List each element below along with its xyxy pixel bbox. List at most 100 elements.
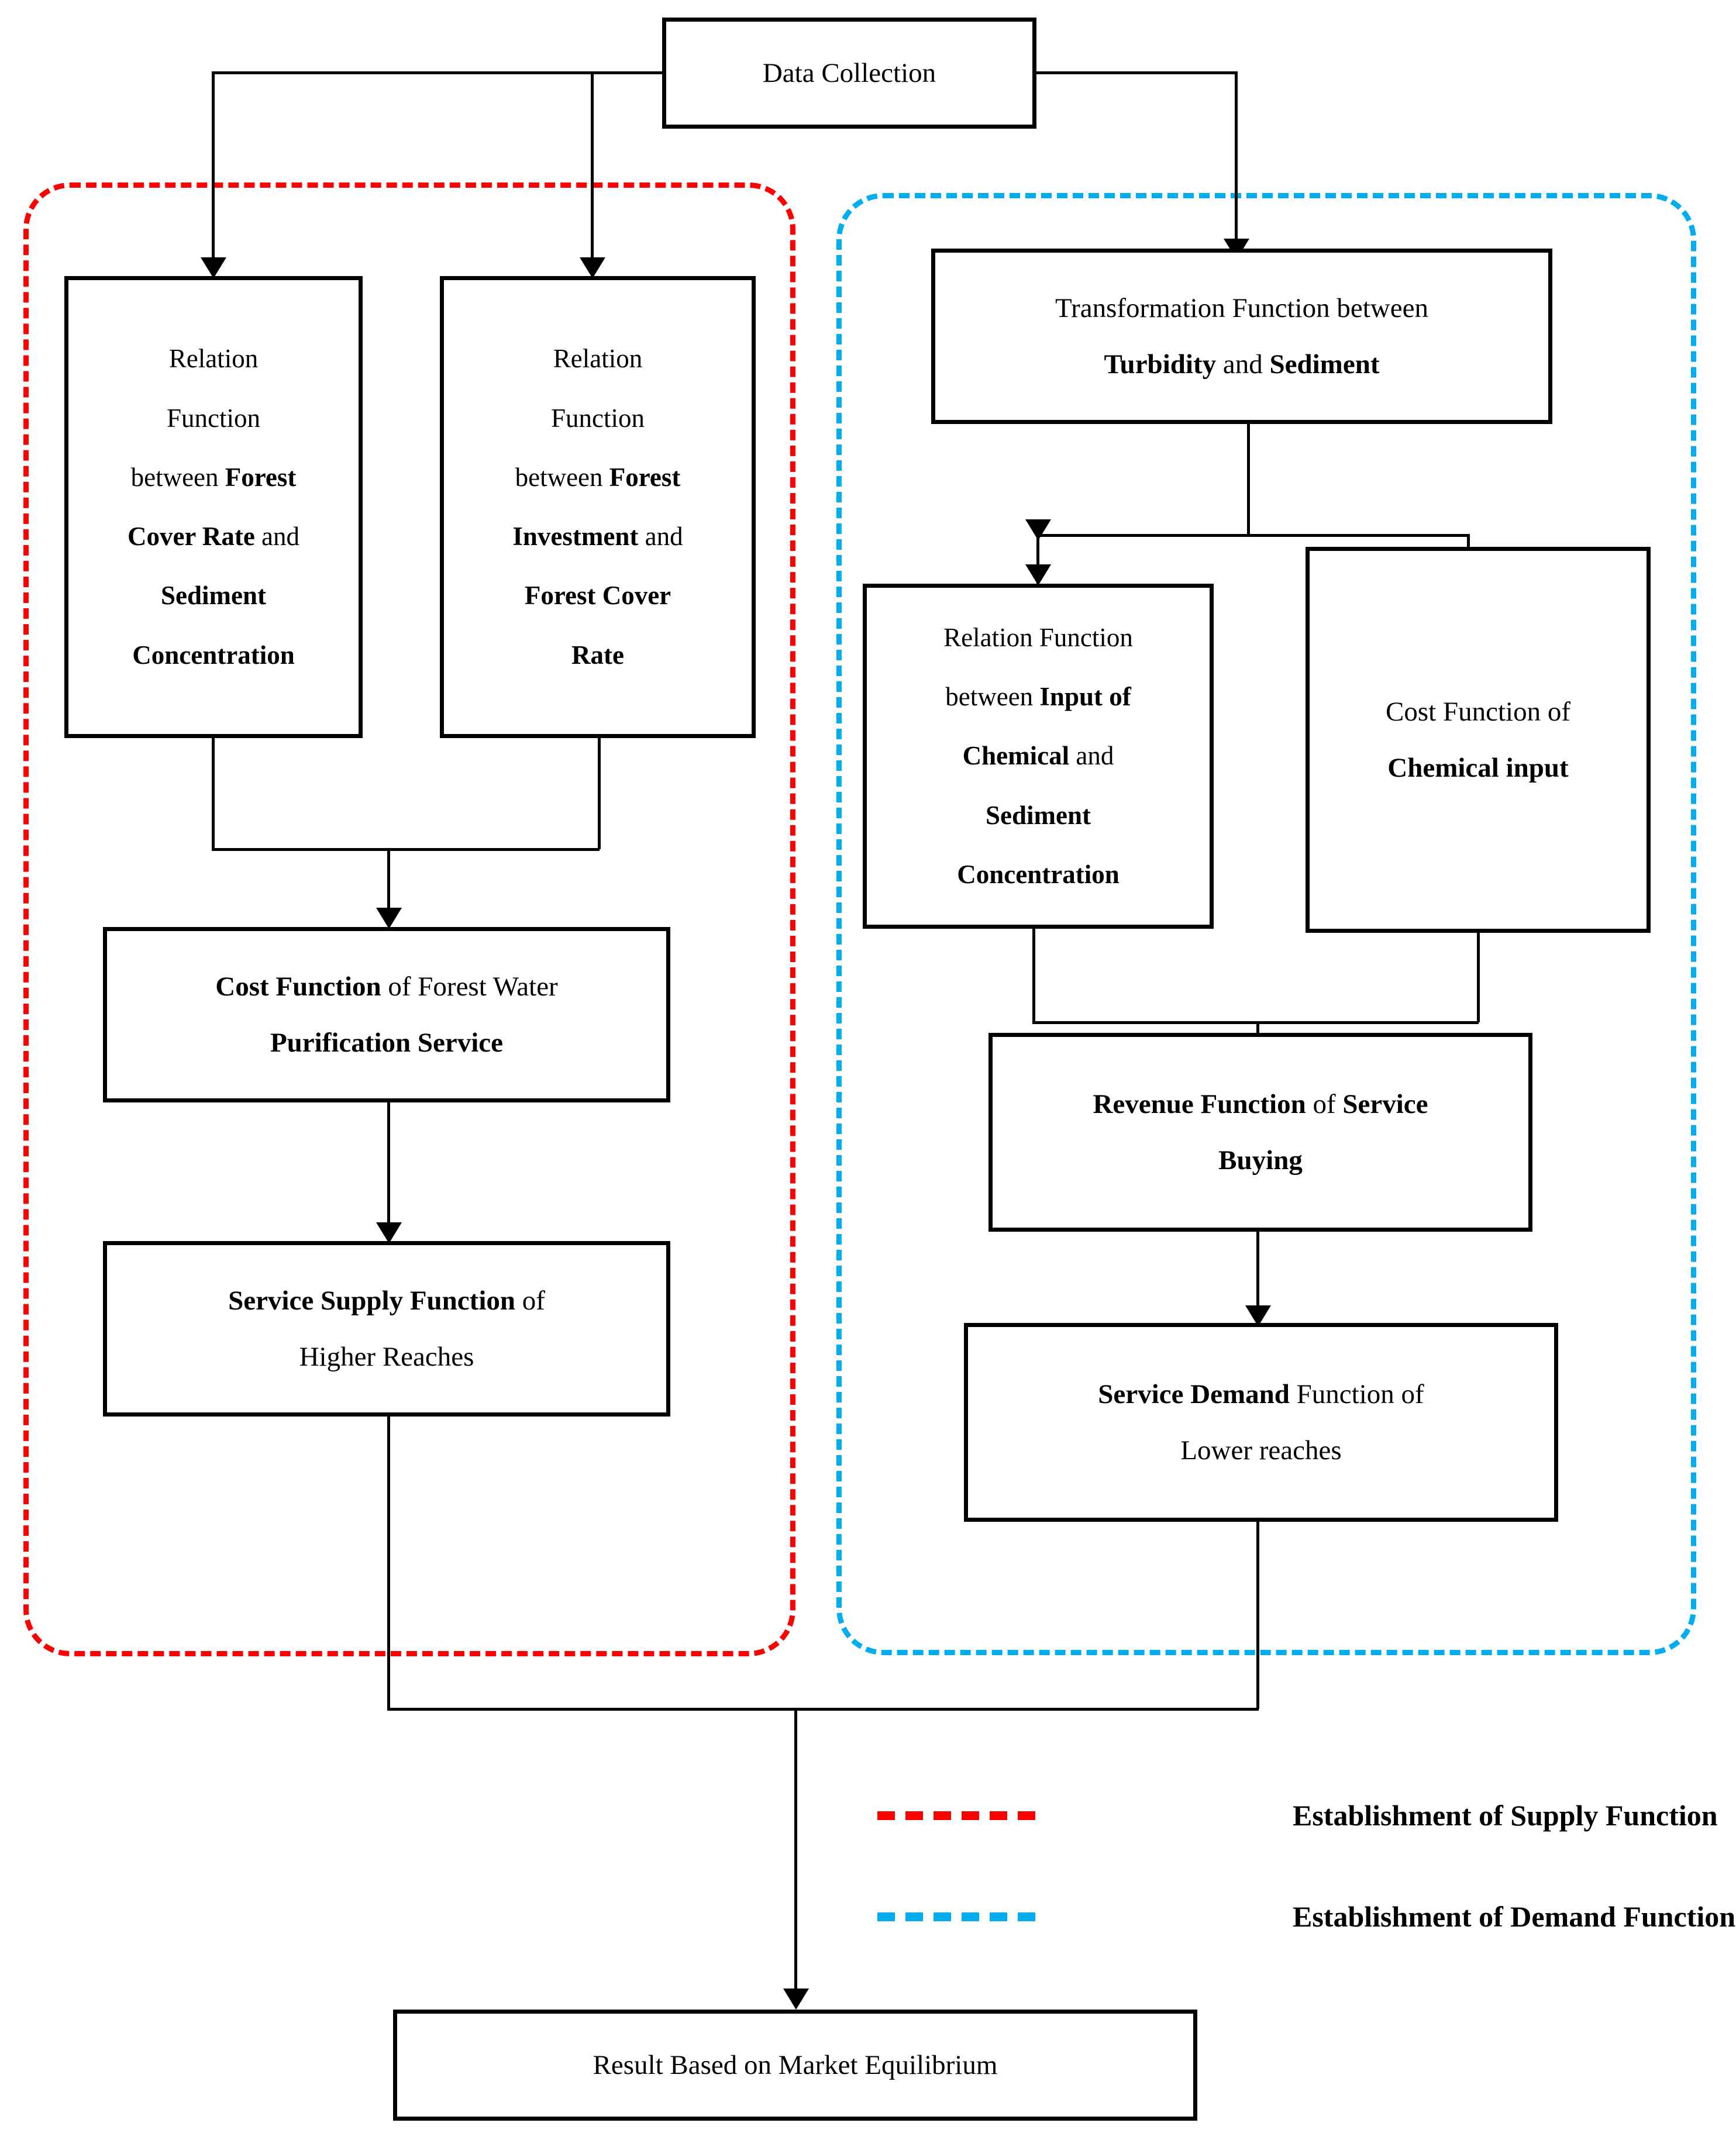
node-service-supply-function[interactable]: Service Supply Function of Higher Reache… bbox=[103, 1241, 670, 1417]
connector-transformation-down bbox=[1247, 424, 1250, 535]
line-2b: and bbox=[1216, 349, 1270, 380]
line-4a: Investment bbox=[512, 522, 639, 551]
arrowhead-to-relation-chemical bbox=[1025, 519, 1051, 540]
node-result-market-equilibrium[interactable]: Result Based on Market Equilibrium bbox=[393, 2010, 1197, 2121]
arrowhead-to-relation-cover bbox=[201, 257, 226, 278]
line-1: Relation bbox=[553, 344, 643, 374]
connector-data-collection-bus-right bbox=[1033, 71, 1238, 74]
node-result-market-equilibrium-label: Result Based on Market Equilibrium bbox=[593, 2049, 998, 2080]
arrowhead-to-service-supply bbox=[376, 1222, 402, 1243]
node-relation-forest-investment-cover-label: Relation Function between Forest Investm… bbox=[453, 329, 742, 685]
node-cost-function-forest-water[interactable]: Cost Function of Forest Water Purificati… bbox=[103, 927, 670, 1102]
node-data-collection[interactable]: Data Collection bbox=[662, 18, 1036, 129]
node-service-supply-function-label: Service Supply Function of Higher Reache… bbox=[116, 1273, 657, 1386]
line-1a: Service Supply Function bbox=[228, 1285, 516, 1316]
legend-item-demand: Establishment of Demand Function bbox=[877, 1900, 1735, 1934]
line-4b: and bbox=[638, 522, 683, 551]
line-1a: Cost Function bbox=[215, 971, 381, 1002]
connector-cost-to-supply bbox=[387, 1102, 390, 1230]
arrowhead-to-cost-forest-water bbox=[376, 908, 402, 929]
connector-supply-branch-out bbox=[387, 1417, 390, 1709]
connector-data-collection-bus-left bbox=[212, 71, 666, 74]
node-relation-chemical-sediment-label: Relation Function between Input of Chemi… bbox=[876, 608, 1200, 904]
line-5: Sediment bbox=[161, 581, 266, 611]
line-2c: Sediment bbox=[1269, 349, 1380, 380]
connector-bottom-merge-bar bbox=[387, 1708, 1259, 1711]
legend-dash-blue-icon bbox=[877, 1912, 1035, 1921]
line-6: Rate bbox=[571, 640, 624, 670]
line-3b: Forest bbox=[225, 462, 297, 492]
line-2: Chemical input bbox=[1387, 753, 1569, 783]
legend-label-demand: Establishment of Demand Function bbox=[1293, 1900, 1736, 1933]
supply-function-region bbox=[23, 182, 795, 1656]
node-cost-function-chemical-input[interactable]: Cost Function of Chemical input bbox=[1306, 547, 1651, 933]
line-6: Concentration bbox=[132, 640, 295, 670]
connector-revenue-to-demand bbox=[1256, 1232, 1259, 1319]
line-3b: and bbox=[1069, 741, 1114, 771]
arrowhead-to-relation-investment bbox=[580, 257, 605, 278]
node-relation-forest-cover-sediment[interactable]: Relation Function between Forest Cover R… bbox=[64, 276, 363, 738]
line-3a: between bbox=[130, 462, 225, 492]
node-service-demand-function[interactable]: Service Demand Function of Lower reaches bbox=[964, 1323, 1558, 1522]
line-3b: Forest bbox=[609, 462, 681, 492]
connector-cover-down bbox=[212, 738, 215, 849]
connector-drop-to-transformation bbox=[1235, 71, 1238, 247]
connector-drop-to-relation-investment bbox=[591, 71, 594, 264]
node-revenue-function-service-buying-label: Revenue Function of Service Buying bbox=[1002, 1076, 1519, 1189]
line-1b: Function of bbox=[1289, 1379, 1424, 1409]
line-1: Relation Function bbox=[943, 622, 1133, 652]
line-1a: Service Demand bbox=[1098, 1379, 1290, 1409]
node-data-collection-label: Data Collection bbox=[762, 57, 936, 88]
node-transformation-turbidity-sediment[interactable]: Transformation Function between Turbidit… bbox=[931, 249, 1552, 424]
line-1b: of bbox=[515, 1285, 545, 1316]
line-2a: Turbidity bbox=[1104, 349, 1217, 380]
connector-investment-down bbox=[598, 738, 601, 849]
line-4: Sediment bbox=[986, 800, 1091, 830]
line-1b: of Forest Water bbox=[381, 971, 558, 1002]
line-1: Cost Function of bbox=[1386, 696, 1570, 727]
line-4a: Cover Rate bbox=[127, 522, 255, 551]
arrowhead-to-result bbox=[783, 1989, 809, 2010]
line-5: Concentration bbox=[957, 859, 1120, 889]
line-2: Purification Service bbox=[270, 1028, 504, 1058]
demand-function-region bbox=[836, 193, 1696, 1655]
arrowhead-to-relation-chemical-2 bbox=[1025, 564, 1051, 585]
line-2: Lower reaches bbox=[1180, 1435, 1342, 1466]
legend-label-supply: Establishment of Supply Function bbox=[1293, 1799, 1718, 1832]
line-2: Function bbox=[550, 403, 645, 433]
connector-right-merge-bar bbox=[1032, 1021, 1479, 1024]
connector-chemical-down bbox=[1032, 929, 1035, 1022]
line-3a: between bbox=[515, 462, 609, 492]
line-1: Relation bbox=[168, 344, 259, 374]
node-revenue-function-service-buying[interactable]: Revenue Function of Service Buying bbox=[988, 1033, 1532, 1232]
line-2: Buying bbox=[1218, 1145, 1303, 1176]
node-relation-forest-investment-cover[interactable]: Relation Function between Forest Investm… bbox=[440, 276, 756, 738]
node-relation-forest-cover-sediment-label: Relation Function between Forest Cover R… bbox=[78, 329, 349, 685]
line-3a: Chemical bbox=[962, 741, 1070, 771]
node-relation-chemical-sediment[interactable]: Relation Function between Input of Chemi… bbox=[863, 584, 1214, 929]
connector-drop-to-relation-cover bbox=[212, 71, 215, 264]
connector-left-merge-bar bbox=[212, 848, 600, 851]
legend-dash-red-icon bbox=[877, 1811, 1035, 1820]
line-4b: and bbox=[254, 522, 300, 551]
node-service-demand-function-label: Service Demand Function of Lower reaches bbox=[977, 1366, 1545, 1479]
node-cost-function-chemical-input-label: Cost Function of Chemical input bbox=[1319, 684, 1637, 797]
node-cost-function-forest-water-label: Cost Function of Forest Water Purificati… bbox=[116, 959, 657, 1071]
connector-left-merge-down bbox=[387, 848, 390, 915]
node-transformation-turbidity-sediment-label: Transformation Function between Turbidit… bbox=[945, 280, 1539, 393]
line-1b: of bbox=[1306, 1088, 1343, 1119]
legend-item-supply: Establishment of Supply Function bbox=[877, 1798, 1718, 1832]
line-2b: Input of bbox=[1039, 682, 1131, 712]
line-1a: Revenue Function bbox=[1093, 1088, 1306, 1119]
line-1c: Service bbox=[1342, 1088, 1428, 1119]
connector-transformation-split-bar bbox=[1036, 534, 1468, 537]
connector-bottom-merge-down bbox=[794, 1708, 797, 1999]
connector-split-left-down bbox=[1036, 534, 1039, 587]
line-2a: between bbox=[945, 682, 1040, 712]
connector-demand-branch-out bbox=[1256, 1522, 1259, 1709]
line-2: Function bbox=[166, 403, 260, 433]
connector-cost-chem-down bbox=[1477, 933, 1480, 1022]
line-1: Transformation Function between bbox=[1055, 292, 1428, 323]
line-2: Higher Reaches bbox=[299, 1342, 474, 1372]
